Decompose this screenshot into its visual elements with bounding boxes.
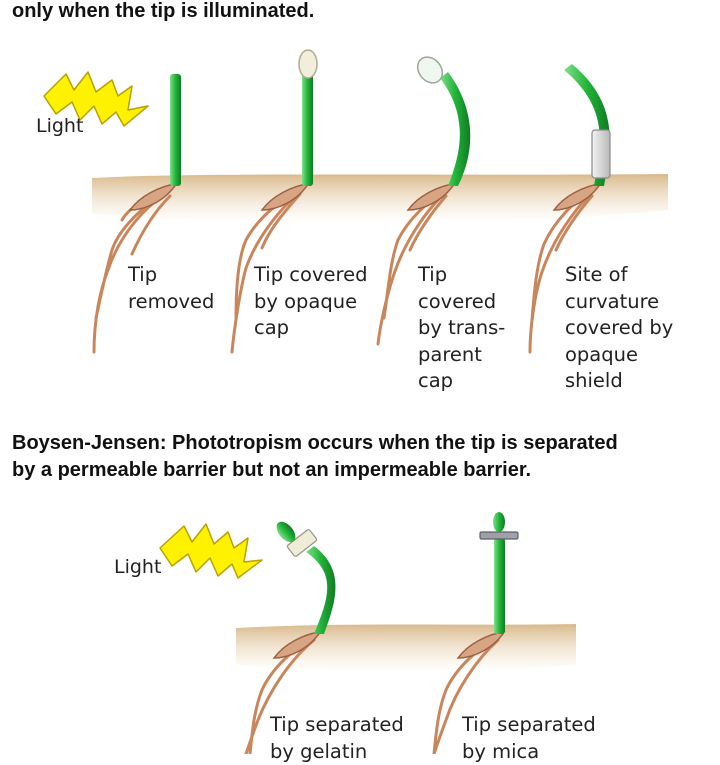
stem	[302, 64, 313, 186]
label-tip-removed: Tip removed	[128, 263, 215, 313]
label-opaque-shield: Site of curvature covered by opaque shie…	[565, 263, 674, 392]
stem	[170, 74, 181, 186]
seed	[406, 183, 456, 211]
boysen-title-line1: Boysen-Jensen: Phototropism occurs when …	[12, 432, 618, 454]
label-opaque-cap: Tip covered by opaque cap	[254, 263, 368, 339]
stem	[306, 546, 336, 634]
label-transparent-cap: Tip covered by trans- parent cap	[418, 263, 506, 392]
label-gelatin: Tip separated by gelatin	[270, 713, 404, 763]
boysen-title-line2: by a permeable barrier but not an imperm…	[12, 459, 532, 481]
tip	[276, 521, 296, 543]
transparent-cap	[416, 56, 444, 84]
seedling-opaque-cap	[230, 49, 318, 354]
seed	[128, 183, 178, 211]
soil-band-top	[92, 174, 668, 224]
darwin-caption: only when the tip is illuminated.	[12, 0, 315, 22]
seed	[552, 183, 602, 211]
mica-plate	[479, 531, 519, 540]
label-mica: Tip separated by mica	[462, 713, 596, 763]
gelatin-block	[286, 529, 318, 557]
seed	[272, 631, 322, 659]
stem	[440, 72, 471, 186]
seedling-opaque-shield	[528, 64, 611, 354]
light-label: Light	[36, 115, 84, 137]
seedling-tip-removed	[92, 74, 181, 354]
seed	[260, 183, 310, 211]
tip	[493, 512, 505, 532]
seedling-transparent-cap	[376, 56, 471, 346]
seed	[456, 631, 506, 659]
seedling-mica	[432, 512, 519, 754]
seedling-gelatin	[244, 521, 336, 754]
light-bolt-icon	[159, 523, 263, 579]
opaque-cap	[298, 49, 318, 79]
stem	[494, 538, 505, 634]
light-label: Light	[114, 556, 162, 578]
light-bolt-icon	[43, 71, 149, 127]
opaque-shield	[591, 129, 611, 179]
